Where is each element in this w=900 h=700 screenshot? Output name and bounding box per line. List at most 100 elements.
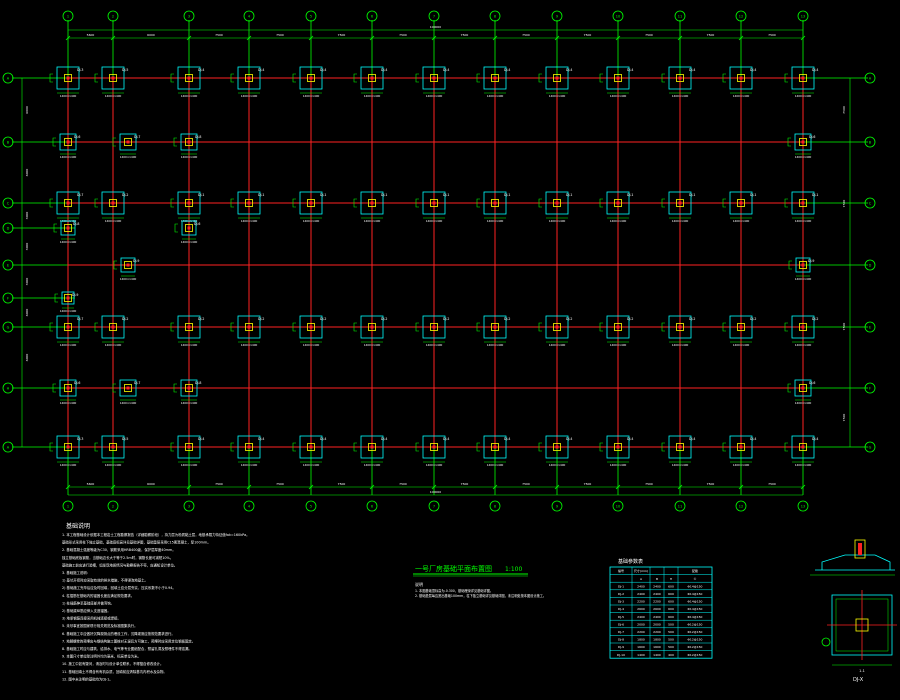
column-core	[616, 76, 620, 80]
footing-size-text: 1400×1400	[364, 343, 381, 347]
footing-label: DJ-4	[381, 68, 387, 72]
footing-size-text: 1400×1400	[610, 219, 627, 223]
dim-tick	[800, 35, 806, 41]
column-core	[66, 325, 70, 329]
schedule-cell: DJ-10	[617, 653, 625, 657]
column-outline	[245, 199, 253, 207]
footing-outline	[237, 191, 261, 215]
axis-bubble-row	[2, 72, 14, 84]
footing-outline	[299, 66, 323, 90]
footing-label: DJ-1	[443, 193, 449, 197]
footing-size-text: 1400×1400	[549, 343, 566, 347]
dim-tick	[369, 35, 375, 41]
axis-bubble-col	[107, 10, 119, 22]
footing-size-text: 1400×1400	[60, 94, 77, 98]
column-outline	[799, 74, 807, 82]
overall-dim-text: 100000	[430, 490, 442, 494]
column-core	[432, 325, 436, 329]
axis-bubble-row	[2, 136, 14, 148]
footing-label: DJ-1	[198, 193, 204, 197]
footing-label: DJ-4	[443, 437, 449, 441]
column-outline	[185, 384, 193, 392]
schedule-cell: DJ-2	[618, 592, 624, 596]
axis-bubble-col	[183, 500, 195, 512]
axis-bubble-col-label: 2	[112, 15, 114, 19]
footing-dim-bracket	[353, 322, 357, 332]
footing-dim-bracket	[476, 322, 480, 332]
footing-outline	[120, 257, 136, 273]
notes-heading: 基础说明	[66, 522, 90, 530]
footing-size-text: 1400×1400	[105, 94, 122, 98]
footing-label: DJ-1	[566, 193, 572, 197]
column-outline	[109, 443, 117, 451]
column-outline	[676, 443, 684, 451]
schedule-cell: 1400	[637, 653, 645, 657]
footing-dim-bracket	[230, 442, 234, 452]
footing-dim-bracket	[170, 442, 174, 452]
schedule-title: 基础参数表	[618, 558, 643, 565]
footing-label: DJ-4	[381, 437, 387, 441]
footing-size-text: 1400×1400	[181, 240, 198, 244]
footing-size-text: 1400×1400	[60, 463, 77, 467]
footing-outline	[791, 191, 815, 215]
note-line: 2) 基础梁纵筋应伸入支座锚固。	[62, 608, 111, 613]
footing-detail: DJ-X 1-1	[810, 539, 897, 683]
schedule-cell: 2600	[653, 607, 661, 611]
footing-dim-bracket	[415, 73, 419, 83]
column-outline	[614, 323, 622, 331]
footing-dim-bracket	[476, 73, 480, 83]
column-core	[247, 445, 251, 449]
column-core	[801, 325, 805, 329]
column-outline	[676, 323, 684, 331]
footing-label: DJ-3	[77, 437, 83, 441]
column-outline	[64, 199, 72, 207]
footing-dim-bracket	[476, 442, 480, 452]
axis-bubble-col	[735, 10, 747, 22]
dim-tick	[492, 484, 498, 490]
footing-dim-bracket	[538, 73, 542, 83]
footing-size-text: 1400×1400	[426, 463, 443, 467]
footing-label: DJ-2	[566, 317, 572, 321]
schedule-cell: DJ-3	[618, 600, 624, 604]
axis-bubble-col-label: 1	[67, 15, 69, 19]
left-dim-text: 6000	[25, 169, 29, 177]
dim-text: 7500	[276, 33, 284, 37]
title-block: 一号厂房基础平面布置图 1:100 说明 1. 本图基础顶标高为-0.300，基…	[413, 564, 546, 598]
detail-section-label: 1-1	[859, 669, 865, 673]
footing-label: DJ-4	[443, 68, 449, 72]
dim-tick	[738, 484, 744, 490]
axis-bubble-col	[107, 500, 119, 512]
footing-dim-bracket	[94, 442, 98, 452]
left-dim-text: 6000	[25, 309, 29, 317]
footing-size-text: 1400×1400	[672, 343, 689, 347]
axis-bubble-col-label: 7	[433, 505, 435, 509]
column-outline	[307, 74, 315, 82]
drawing-scale: 1:100	[505, 566, 522, 573]
footing-label: DJ-4	[750, 68, 756, 72]
dim-tick	[308, 35, 314, 41]
footing-outline	[180, 133, 198, 151]
footing-label: DJ-4	[627, 437, 633, 441]
footing-outline	[101, 191, 125, 215]
axis-bubble-col-label: 7	[433, 15, 435, 19]
dim-tick	[554, 484, 560, 490]
schedule-cell: 2400	[653, 584, 661, 588]
schedule-subheader-cell: H	[670, 577, 672, 581]
column-core	[309, 445, 313, 449]
footing-size-text: 1400×1400	[795, 401, 812, 405]
footing-dim-bracket	[94, 73, 98, 83]
column-outline	[799, 323, 807, 331]
column-outline	[614, 74, 622, 82]
footing-outline	[181, 220, 197, 236]
axis-bubble-col-label: 12	[739, 15, 743, 19]
column-core	[309, 76, 313, 80]
